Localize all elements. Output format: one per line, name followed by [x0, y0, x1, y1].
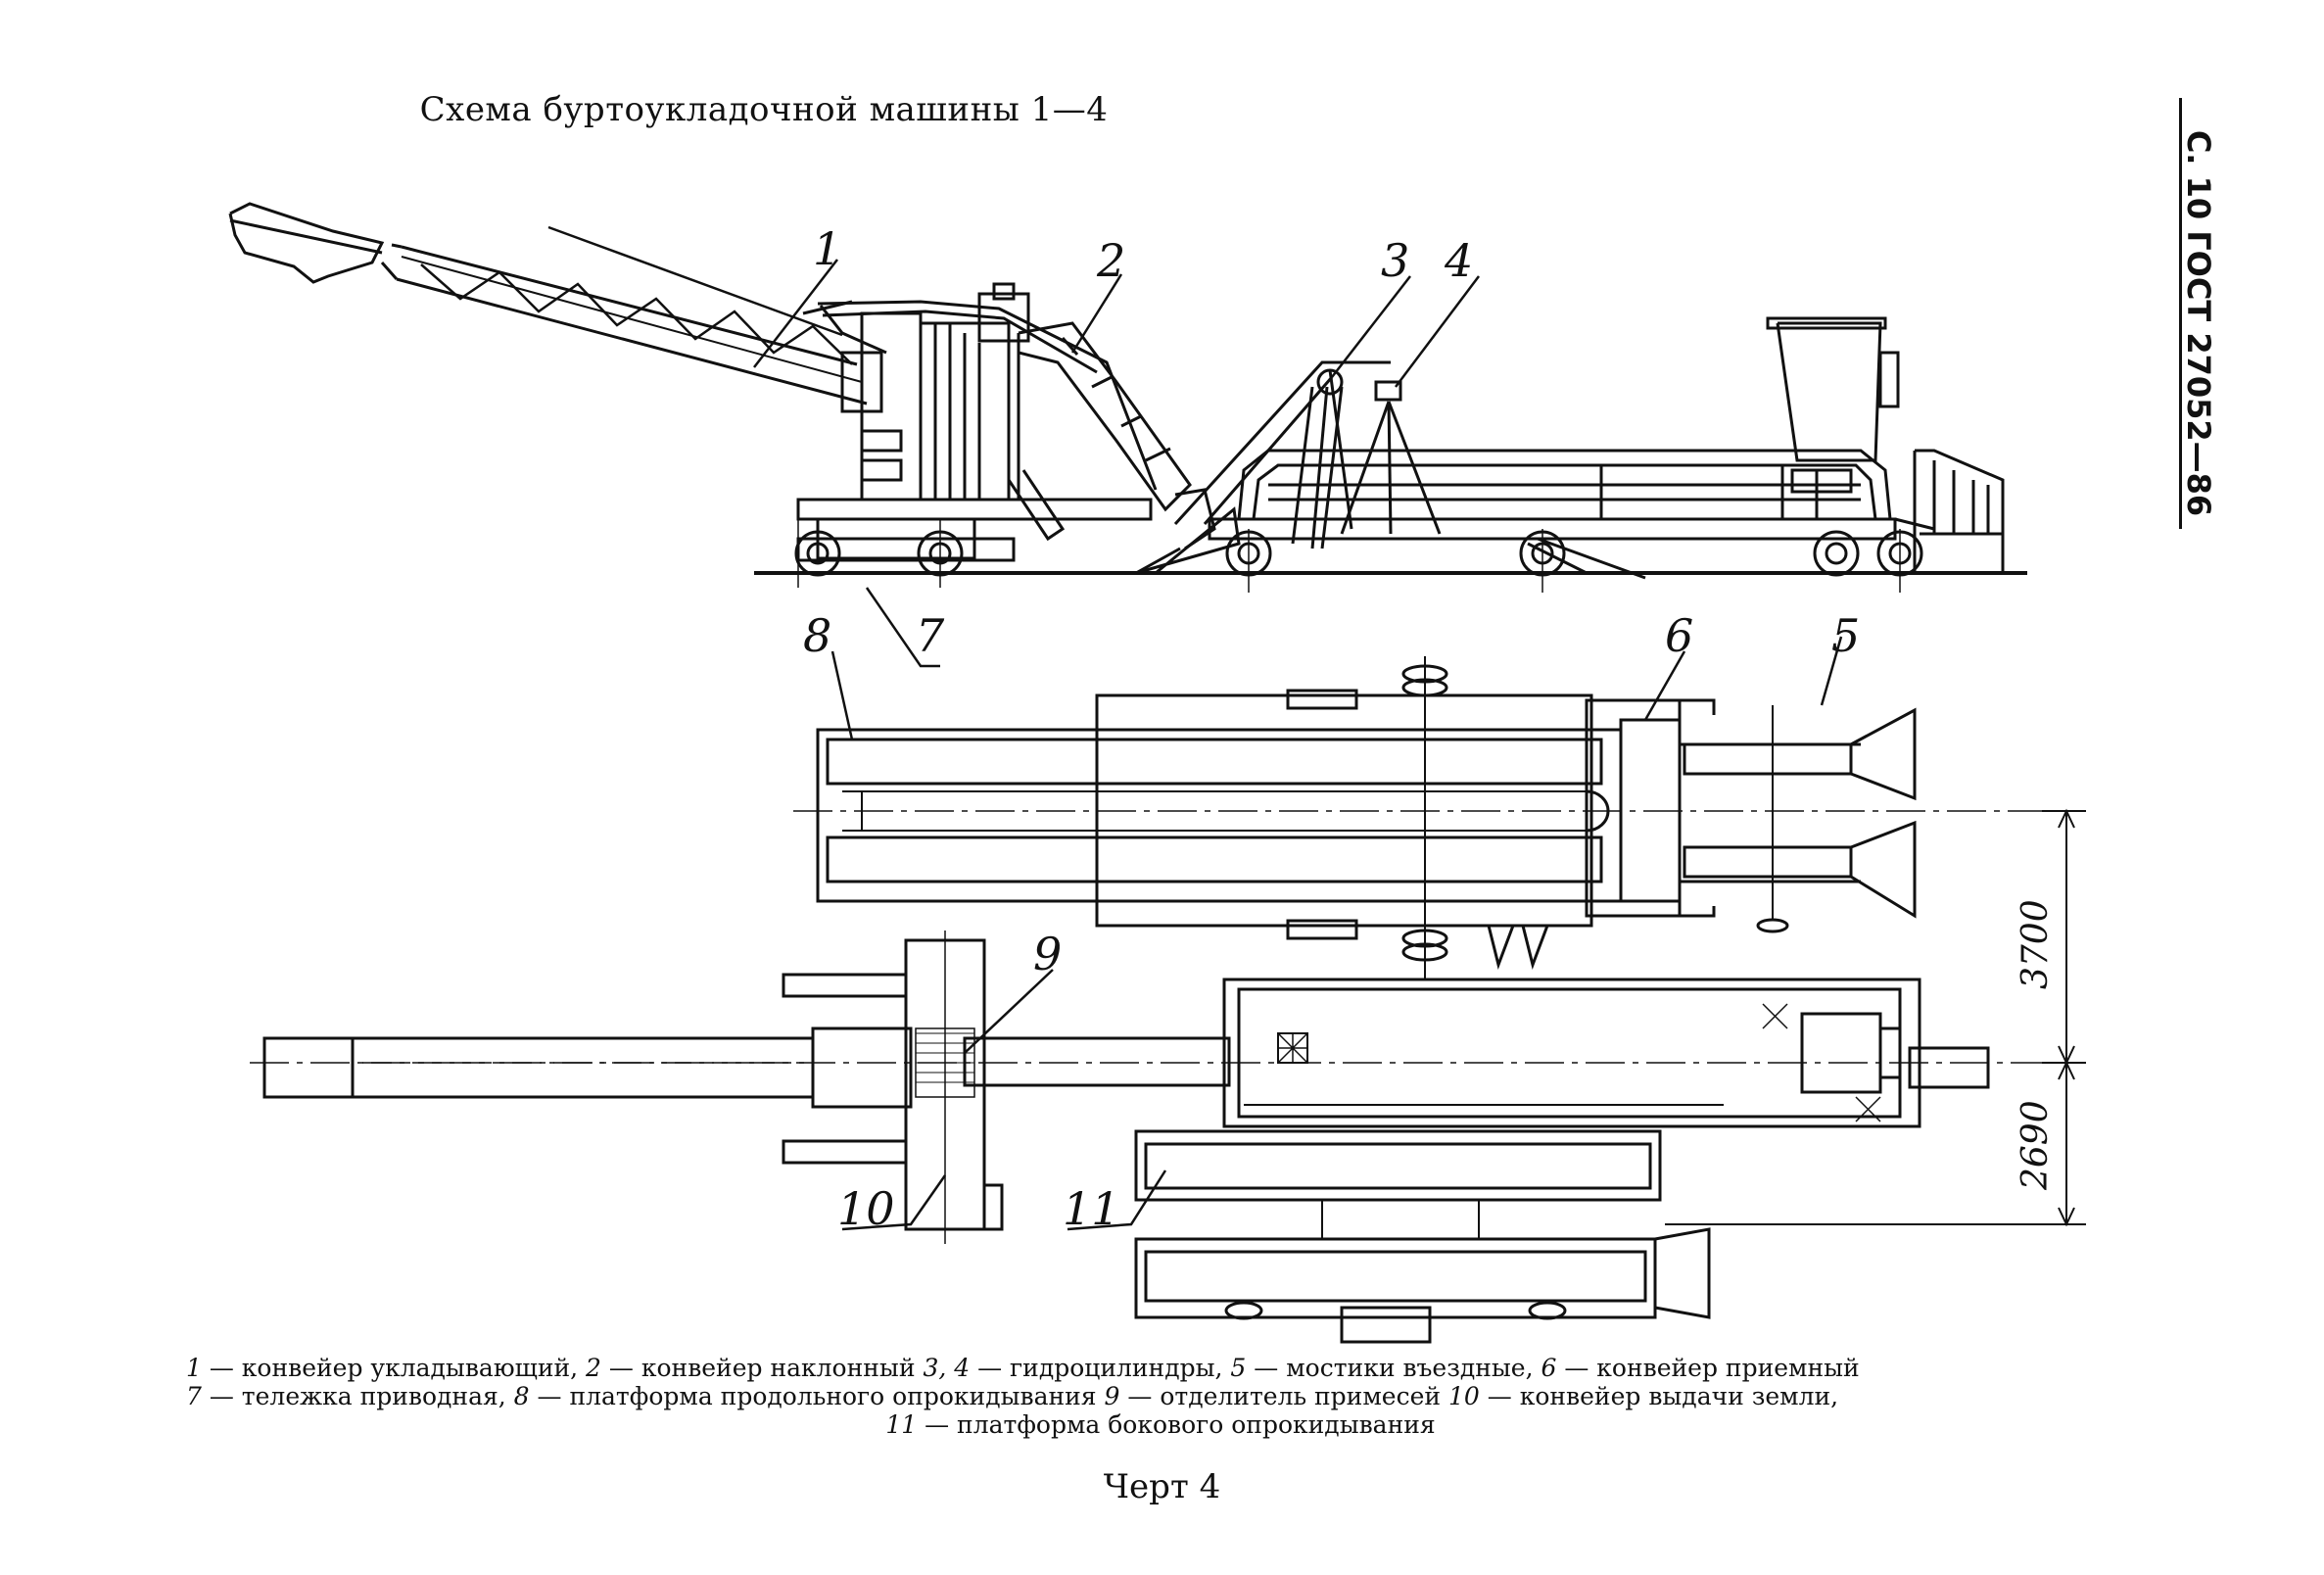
side-view-leaders [753, 259, 1480, 668]
inclined-conveyor [1017, 321, 1216, 575]
callout-3: 3 [1381, 234, 1409, 287]
dimension-lines [1665, 808, 2086, 1227]
coupling-fittings [1401, 664, 1789, 971]
callout-4: 4 [1444, 234, 1473, 287]
callout-2: 2 [1096, 234, 1125, 287]
callout-9: 9 [1033, 928, 1062, 980]
longitudinal-tipping-platform [816, 656, 1623, 979]
separator-and-chassis [1222, 978, 1990, 1128]
hydraulic-cylinders [1135, 360, 1442, 575]
receiving-conveyor [1585, 698, 1861, 918]
plan-view [250, 636, 2086, 1344]
callout-11: 11 [1063, 1182, 1120, 1235]
rear-bridges [1894, 449, 2005, 575]
side-tracks [782, 973, 908, 1165]
figure-title: Схема буртоукладочной машины 1—4 [419, 90, 1109, 129]
legend-line-3: 11 — платформа бокового опрокидывания [885, 1410, 1436, 1439]
dimension-3700: 3700 [2016, 899, 2056, 989]
drive-bogie [794, 498, 1153, 588]
plan-view-leaders [830, 636, 1843, 1231]
soil-discharge-conveyor [262, 931, 1231, 1244]
legend: 1 — конвейер укладывающий, 2 — конвейер … [186, 1354, 2135, 1439]
stacking-conveyor [228, 202, 887, 413]
side-tipping-platform [1134, 1129, 1711, 1344]
wheels [1225, 529, 1923, 593]
legend-line-1: 1 — конвейер укладывающий, 2 — конвейер … [186, 1354, 1860, 1382]
rear-frame [1208, 449, 1897, 580]
callout-7: 7 [916, 609, 945, 662]
side-view [228, 202, 2027, 668]
callout-1: 1 [813, 222, 841, 275]
legend-line-2: 7 — тележка приводная, 8 — платформа про… [186, 1382, 1839, 1410]
figure-caption: Черт 4 [1103, 1467, 1221, 1506]
callout-6: 6 [1665, 609, 1693, 662]
dimension-2690: 2690 [2016, 1100, 2056, 1191]
header-rule [2179, 98, 2182, 529]
callout-8: 8 [803, 609, 831, 662]
callout-5: 5 [1831, 609, 1860, 662]
callout-10: 10 [837, 1182, 895, 1235]
entry-bridges [1683, 705, 1917, 921]
engine-cab [1766, 316, 1900, 462]
